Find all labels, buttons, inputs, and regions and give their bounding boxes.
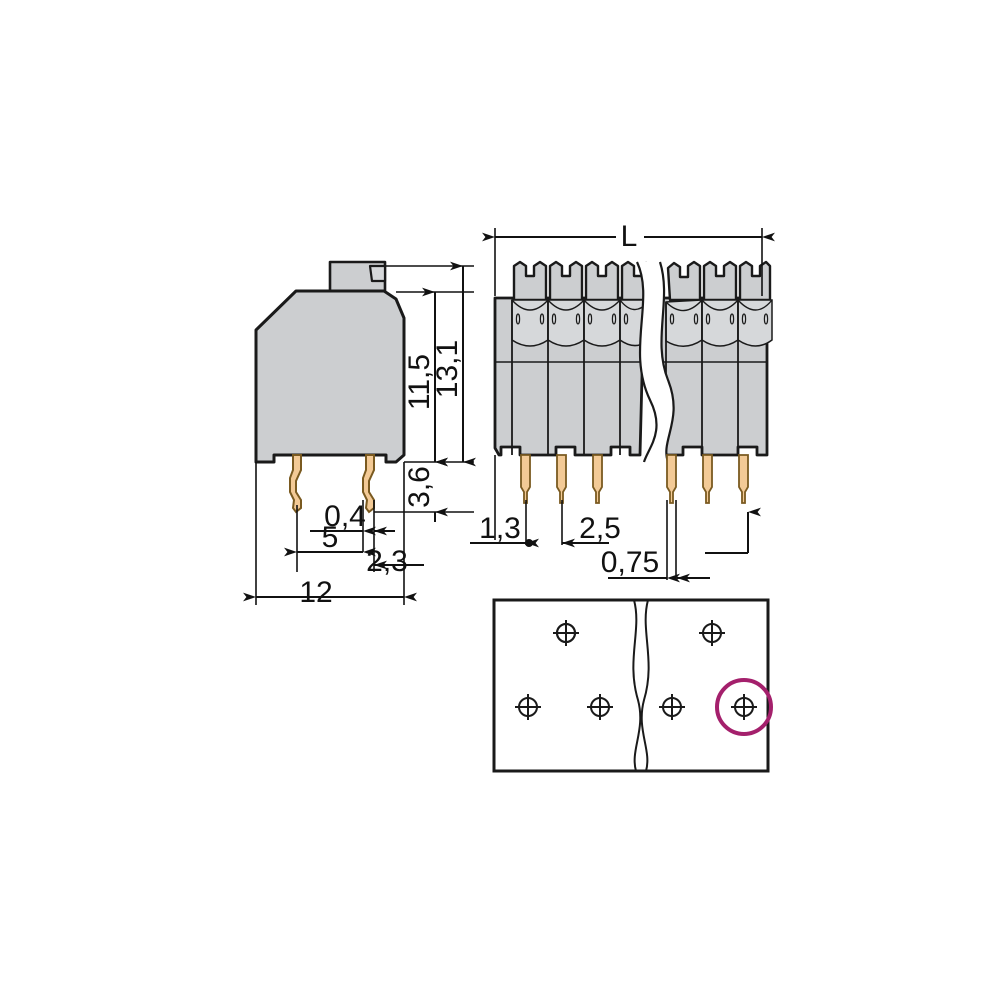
clamp-hole-left	[551, 313, 557, 325]
front-view-module	[583, 260, 621, 347]
side-view-pin-2	[362, 454, 375, 514]
clamp-slot-icon	[512, 260, 548, 302]
clamp-hole-right	[539, 313, 545, 325]
clamp-hole-right	[575, 313, 581, 325]
dim-label-12: 12	[299, 576, 332, 609]
clamp-hole-left	[669, 313, 675, 325]
front-view-module	[547, 260, 585, 347]
front-view-pin	[666, 454, 677, 504]
pcb-hole	[659, 694, 685, 720]
clamp-arc	[701, 299, 739, 311]
front-view-module-group-left	[511, 260, 652, 347]
break-band-fill	[637, 262, 674, 462]
clamp-hole-left	[741, 313, 747, 325]
dim-label-3-6: 3,6	[403, 466, 436, 508]
pcb-hole	[515, 694, 541, 720]
dim-label-11-5: 11,5	[403, 354, 436, 410]
pcb-hole	[699, 620, 725, 646]
side-view: 11,5 13,1 3,6 0,4 5 2,3 12	[243, 260, 476, 609]
clamp-slot-icon	[584, 260, 620, 302]
side-view-latch-notch	[368, 264, 387, 283]
clamp-hole-left	[515, 313, 521, 325]
clamp-arc	[547, 299, 585, 311]
front-view-pin	[738, 454, 749, 504]
front-view-module	[665, 260, 703, 347]
front-view-pins	[520, 454, 749, 504]
pcb-hole	[553, 620, 579, 646]
clamp-hole-right	[693, 313, 699, 325]
front-view-module-group-right	[665, 260, 773, 347]
highlight-circle	[715, 678, 773, 736]
front-view-module	[701, 260, 739, 347]
dim-label-L: L	[621, 220, 638, 253]
front-view-pin	[520, 454, 531, 504]
dim-label-L-backdrop	[616, 216, 644, 244]
front-view-pin	[556, 454, 567, 504]
clamp-hole-left	[705, 313, 711, 325]
dim-label-0-4: 0,4	[324, 500, 366, 533]
dim-label-2-3: 2,3	[366, 545, 408, 578]
pcb-hole-highlighted	[715, 678, 773, 736]
clamp-hole-right	[729, 313, 735, 325]
front-view-module	[737, 260, 773, 347]
front-view-pin	[702, 454, 713, 504]
clamp-slot-icon	[666, 260, 702, 302]
clamp-hole-right	[763, 313, 769, 325]
clamp-arc	[511, 299, 549, 311]
pcb-break-line-left	[632, 599, 642, 772]
dim-label-2-5: 2,5	[579, 512, 621, 545]
break-line-right	[658, 261, 675, 463]
dim-label-5: 5	[322, 521, 339, 554]
clamp-arc	[665, 299, 703, 312]
clamp-hole-left	[623, 313, 629, 325]
clamp-arc	[583, 299, 621, 311]
front-view: L 1,3 2,5 0,75	[470, 216, 775, 583]
clamp-slot-icon	[702, 260, 738, 302]
front-view-pin	[592, 454, 603, 504]
clamp-slot-icon	[548, 260, 584, 302]
side-view-housing-body	[254, 289, 406, 464]
clamp-hole-right	[611, 313, 617, 325]
dim-origin-dot	[525, 539, 533, 547]
side-view-pin-1	[289, 454, 302, 514]
dim-label-13-1: 13,1	[431, 340, 464, 398]
pcb-break-line-right	[640, 599, 650, 772]
clamp-arc	[737, 299, 773, 311]
clamp-hole-left	[587, 313, 593, 325]
front-view-module	[511, 260, 549, 347]
pcb-hole	[587, 694, 613, 720]
pcb-drill-pattern	[492, 598, 773, 773]
dim-label-0-75: 0,75	[601, 546, 659, 579]
dim-label-1-3: 1,3	[479, 512, 521, 545]
break-line-left	[636, 261, 658, 463]
